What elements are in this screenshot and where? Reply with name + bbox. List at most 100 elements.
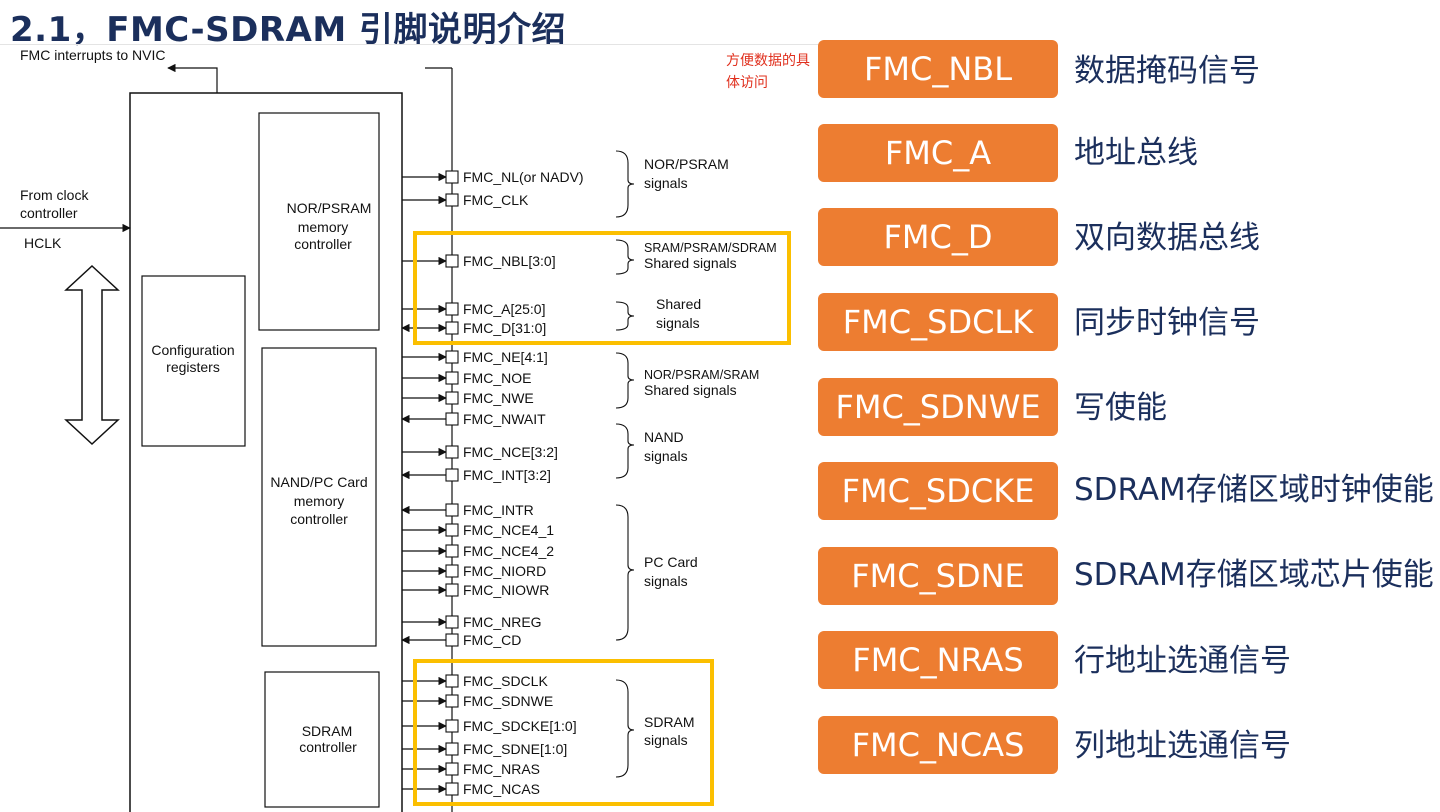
group-pc-card-1: PC Card [644, 554, 698, 570]
sdram-controller-block [264, 671, 380, 808]
configuration-registers-block [141, 275, 246, 447]
group-pc-card-2: signals [644, 573, 688, 589]
pin-box [445, 633, 459, 647]
pin-label: FMC_SDNWE [463, 693, 553, 709]
hclk-label: HCLK [24, 235, 62, 251]
group-sdram-1: SDRAM [644, 714, 695, 730]
pin-box [445, 523, 459, 537]
group-nor-psram-2: signals [644, 175, 688, 191]
signal-desc-0: 数据掩码信号 [1074, 53, 1260, 89]
pin-label: FMC_SDCLK [463, 673, 548, 689]
signal-desc-7: 行地址选通信号 [1074, 643, 1291, 679]
pin-label: FMC_CD [463, 632, 521, 648]
config-text-2: registers [166, 359, 220, 375]
pin-label: FMC_NCAS [463, 781, 540, 797]
pin-label: FMC_D[31:0] [463, 320, 546, 336]
pin-label: FMC_SDNE[1:0] [463, 741, 567, 757]
pin-label: FMC_NWE [463, 390, 534, 406]
nor-controller-text-1: NOR/PSRAM [287, 200, 372, 216]
pin-box [445, 719, 459, 733]
signal-desc-1: 地址总线 [1074, 135, 1198, 171]
title-divider [0, 44, 820, 45]
pin-label: FMC_NCE[3:2] [463, 444, 558, 460]
nand-pc-card-controller-block [261, 347, 377, 647]
group-braces [615, 150, 635, 778]
nor-controller-text-2: memory [298, 219, 349, 235]
red-note: 方便数据的具体访问 [726, 53, 810, 91]
pin-box [445, 254, 459, 268]
group-nor-psram-sram-1: NOR/PSRAM/SRAM [644, 368, 759, 382]
pin-label: FMC_INTR [463, 502, 534, 518]
pin-box [445, 564, 459, 578]
pin-label: FMC_NREG [463, 614, 542, 630]
pin-box [445, 445, 459, 459]
pin-box [445, 170, 459, 184]
signal-badge-3: FMC_SDCLK [818, 293, 1058, 351]
pin-label: FMC_NE[4:1] [463, 349, 548, 365]
nand-controller-text-3: controller [290, 511, 348, 527]
signal-badge-1: FMC_A [818, 124, 1058, 182]
group-nand-2: signals [644, 448, 688, 464]
pin-label: FMC_SDCKE[1:0] [463, 718, 577, 734]
nvic-arrow [167, 63, 218, 93]
pin-label: FMC_INT[3:2] [463, 467, 551, 483]
page-title: 2.1，FMC-SDRAM 引脚说明介绍 [10, 10, 567, 50]
nor-controller-text-3: controller [294, 236, 352, 252]
signal-badge-2: FMC_D [818, 208, 1058, 266]
pin-box [445, 193, 459, 207]
group-nor-psram-sram-2: Shared signals [644, 382, 737, 398]
signal-badge-6: FMC_SDNE [818, 547, 1058, 605]
group-nand-1: NAND [644, 429, 684, 445]
pin-box [445, 350, 459, 364]
group-shared-1: Shared [656, 296, 701, 312]
pin-box [445, 674, 459, 688]
nor-psram-controller-block [258, 112, 380, 331]
pin-box [445, 583, 459, 597]
signal-desc-5: SDRAM存储区域时钟使能 [1074, 472, 1434, 508]
pin-label: FMC_A[25:0] [463, 301, 545, 317]
pin-label: FMC_NRAS [463, 761, 540, 777]
group-nor-psram-1: NOR/PSRAM [644, 156, 729, 172]
fmc-block-diagram: FMC interrupts to NVIC From clock contro… [0, 47, 791, 812]
signal-badge-8: FMC_NCAS [818, 716, 1058, 774]
pin-box [445, 468, 459, 482]
pin-label: FMC_CLK [463, 192, 529, 208]
sdram-controller-text-2: controller [299, 739, 357, 755]
group-sdram-2: signals [644, 732, 688, 748]
pin-box [445, 544, 459, 558]
sdram-controller-text-1: SDRAM [302, 723, 353, 739]
clock-label-line2: controller [20, 205, 78, 221]
signal-desc-8: 列地址选通信号 [1074, 728, 1291, 764]
group-shared-2: signals [656, 315, 700, 331]
clock-label-line1: From clock [20, 187, 89, 203]
nvic-label: FMC interrupts to NVIC [20, 47, 165, 63]
pin-label: FMC_NIOWR [463, 582, 549, 598]
pin-box [445, 782, 459, 796]
pin-label: FMC_NIORD [463, 563, 546, 579]
pin-label: FMC_NCE4_1 [463, 522, 554, 538]
pin-rows: FMC_NL(or NADV)FMC_CLKFMC_NBL[3:0]FMC_A[… [401, 169, 584, 797]
highlight-sdram-signals [413, 659, 714, 806]
config-text-1: Configuration [151, 342, 234, 358]
group-labels: NOR/PSRAM signals SRAM/PSRAM/SDRAM Share… [644, 156, 777, 748]
group-sram-psram-sdram-1: SRAM/PSRAM/SDRAM [644, 241, 777, 255]
signal-badge-7: FMC_NRAS [818, 631, 1058, 689]
pin-box [445, 742, 459, 756]
pin-box [445, 412, 459, 426]
nand-controller-text-2: memory [294, 493, 345, 509]
pin-label: FMC_NOE [463, 370, 531, 386]
signal-desc-2: 双向数据总线 [1074, 220, 1260, 256]
pin-label: FMC_NWAIT [463, 411, 546, 427]
nand-controller-text-1: NAND/PC Card [270, 474, 367, 490]
signal-desc-3: 同步时钟信号 [1074, 305, 1260, 341]
highlight-shared-signals [413, 231, 791, 345]
pin-label: FMC_NL(or NADV) [463, 169, 584, 185]
pin-box [445, 321, 459, 335]
signal-badge-4: FMC_SDNWE [818, 378, 1058, 436]
bus-double-arrow [64, 264, 120, 446]
pin-box [445, 615, 459, 629]
pin-box [445, 371, 459, 385]
pin-box [445, 694, 459, 708]
pin-box [445, 762, 459, 776]
pin-box [445, 391, 459, 405]
